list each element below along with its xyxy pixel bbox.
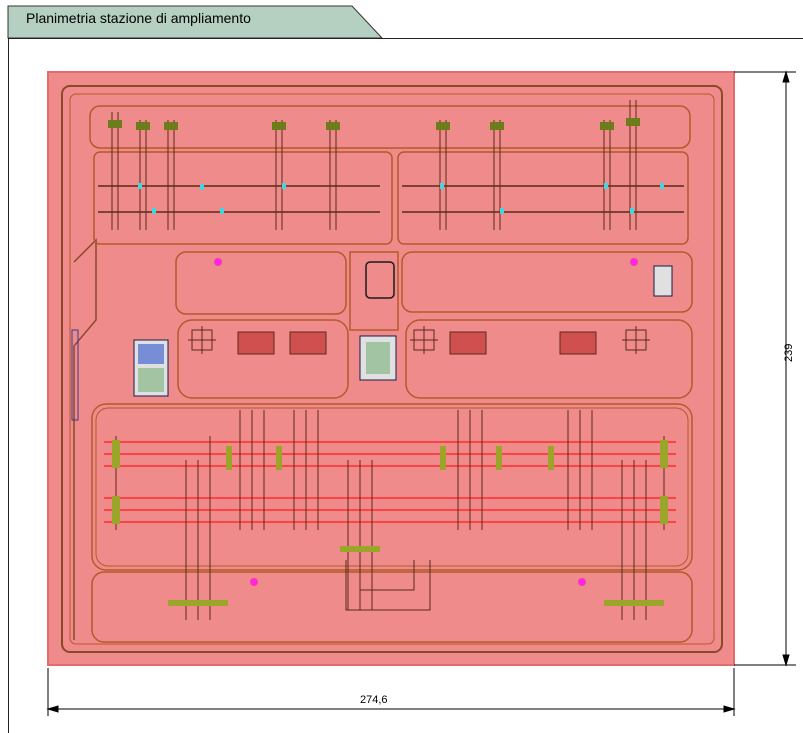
- lower-bay-lines: [115, 410, 665, 620]
- upper-busbars: [98, 185, 684, 213]
- service-building-inner: [138, 344, 164, 364]
- upper-bay-lines: [111, 100, 637, 230]
- upper-equipment: [108, 118, 640, 130]
- transformer-symbols: [188, 326, 650, 354]
- lower-loop-inner: [360, 560, 415, 591]
- horizontal-dimension: [46, 668, 736, 716]
- transformers: [237, 331, 597, 355]
- upper-shelter: [365, 261, 395, 299]
- middle-frames: [175, 251, 693, 399]
- vertical-dimension: [734, 70, 796, 667]
- perimeter-road: [61, 85, 723, 653]
- lower-busbars: [104, 441, 676, 523]
- lower-equipment: [112, 440, 668, 606]
- magenta-markers: [214, 258, 638, 586]
- boundary-fence: [71, 329, 79, 421]
- width-dimension-label: 274,6: [360, 694, 388, 706]
- frame-top-line: [8, 38, 803, 39]
- service-building-floor: [138, 368, 164, 392]
- upper-bay-frames: [89, 105, 691, 245]
- control-building-inner: [366, 342, 390, 374]
- frame-left-line: [8, 38, 9, 733]
- page-title: Planimetria stazione di ampliamento: [26, 10, 251, 26]
- upper-right-shelter: [653, 265, 673, 297]
- left-boundary: [73, 238, 97, 640]
- upper-accents: [138, 183, 664, 214]
- lower-loop-line: [345, 560, 431, 611]
- height-dimension-label: 239: [783, 343, 795, 362]
- lower-frames: [91, 403, 693, 643]
